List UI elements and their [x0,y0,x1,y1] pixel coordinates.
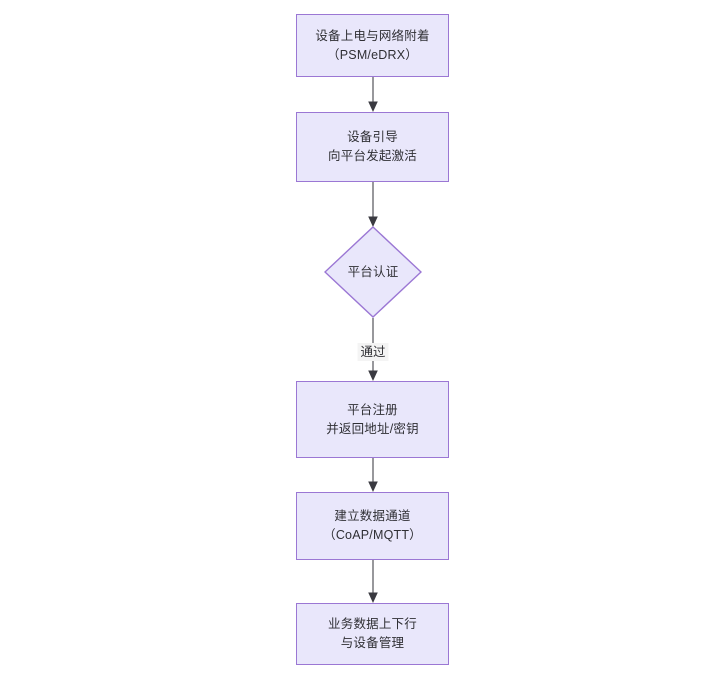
node-label: 设备上电与网络附着 （PSM/eDRX） [315,28,430,62]
node-business-data-and-device-mgmt[interactable]: 业务数据上下行 与设备管理 [296,603,449,665]
node-device-power-on[interactable]: 设备上电与网络附着 （PSM/eDRX） [296,14,449,77]
edge-label-text: 通过 [360,345,386,359]
edge-n2-n3 [368,182,378,227]
node-label: 平台认证 [347,264,399,279]
node-device-bootstrap[interactable]: 设备引导 向平台发起激活 [296,112,449,182]
node-label: 设备引导 向平台发起激活 [328,130,417,163]
node-label: 建立数据通道 （CoAP/MQTT） [323,509,422,542]
node-platform-register[interactable]: 平台注册 并返回地址/密钥 [296,381,449,458]
edge-n5-n6 [368,560,378,603]
edge-n1-n2 [368,77,378,112]
edge-label-pass: 通过 [357,343,389,361]
node-establish-data-channel[interactable]: 建立数据通道 （CoAP/MQTT） [296,492,449,560]
node-label: 平台注册 并返回地址/密钥 [326,402,419,436]
node-platform-auth-decision[interactable]: 平台认证 [324,226,422,318]
diamond-shape [324,226,422,318]
edge-n4-n5 [368,458,378,492]
node-label: 业务数据上下行 与设备管理 [328,617,417,650]
